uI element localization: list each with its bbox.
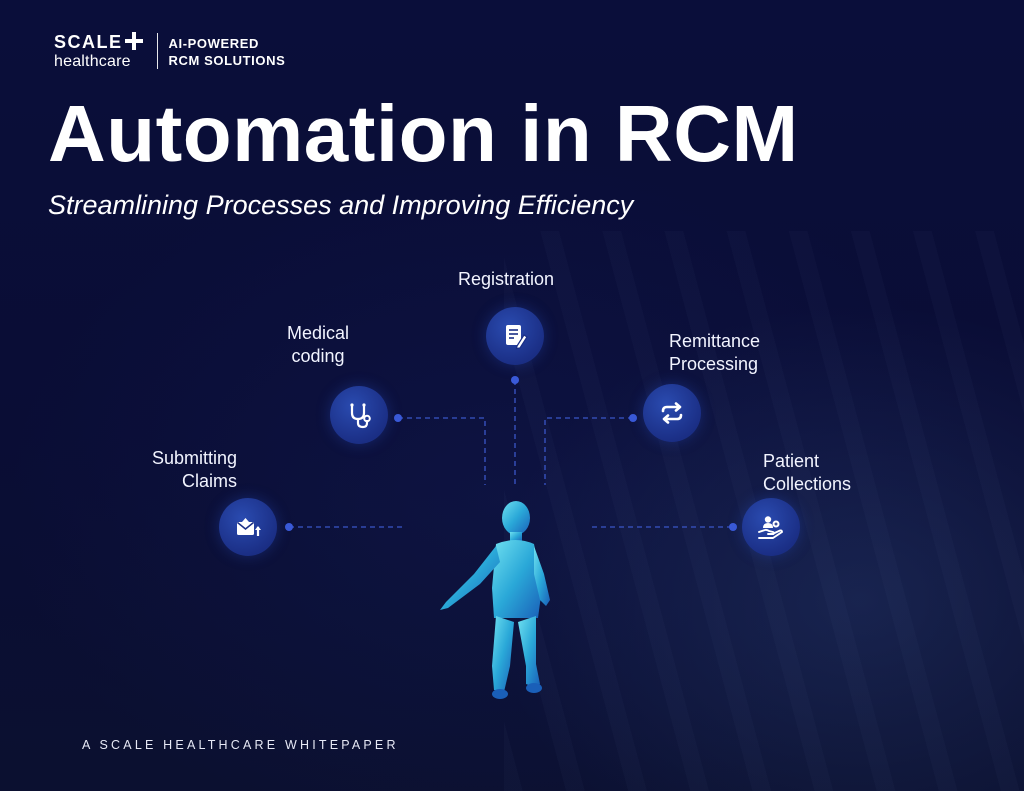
connector-dot-remittance <box>629 414 637 422</box>
connector-dot-medical-coding <box>394 414 402 422</box>
tagline-line-2: RCM SOLUTIONS <box>168 53 286 68</box>
stethoscope-icon <box>350 403 371 429</box>
remittance-processing-label: Remittance Processing <box>669 330 760 376</box>
connector-remittance <box>544 417 633 485</box>
remittance-label-line-1: Remittance <box>669 331 761 351</box>
patient-collections-node <box>742 498 800 556</box>
registration-node <box>486 307 544 365</box>
medical-coding-label: Medical coding <box>287 322 349 368</box>
patient-collections-label-line-1: Patient <box>763 451 820 471</box>
patient-collections-label-line-2: Collections <box>763 474 852 494</box>
registration-label: Registration <box>458 268 554 291</box>
registration-label-text: Registration <box>458 269 555 289</box>
submitting-claims-node <box>219 498 277 556</box>
brand-subname: healthcare <box>54 53 131 70</box>
document-pen-icon <box>506 325 528 350</box>
hand-care-icon <box>758 516 783 539</box>
person-figure <box>440 501 550 699</box>
brand-wordmark: SCALE healthcare <box>54 32 143 70</box>
page-title: Automation in RCM <box>48 89 799 178</box>
logo-tagline: AI-POWERED RCM SOLUTIONS <box>169 33 286 69</box>
envelope-upload-icon <box>237 518 261 536</box>
connector-medical-coding <box>398 417 486 485</box>
plus-icon <box>124 32 143 50</box>
connector-dot-registration <box>511 376 519 384</box>
submitting-claims-label-line-1: Submitting <box>152 448 238 468</box>
medical-coding-label-line-2: coding <box>291 346 345 366</box>
company-logo: SCALE healthcare AI-POWERED RCM SOLUTION… <box>54 32 286 70</box>
patient-collections-label: Patient Collections <box>763 450 851 496</box>
medical-coding-label-line-1: Medical <box>287 323 350 343</box>
refresh-arrows-icon <box>661 402 683 424</box>
submitting-claims-label: Submitting Claims <box>152 447 237 493</box>
brand-name: SCALE <box>54 32 123 52</box>
logo-divider <box>156 33 158 69</box>
footer-caption: A SCALE HEALTHCARE WHITEPAPER <box>82 738 399 752</box>
connector-dot-submitting-claims <box>285 523 293 531</box>
submitting-claims-label-line-2: Claims <box>182 471 238 491</box>
page-subtitle: Streamlining Processes and Improving Eff… <box>48 190 634 220</box>
remittance-label-line-2: Processing <box>669 354 759 374</box>
connector-dot-patient-collections <box>729 523 737 531</box>
tagline-line-1: AI-POWERED <box>168 36 260 51</box>
medical-coding-node <box>330 386 388 444</box>
remittance-processing-node <box>643 384 701 442</box>
